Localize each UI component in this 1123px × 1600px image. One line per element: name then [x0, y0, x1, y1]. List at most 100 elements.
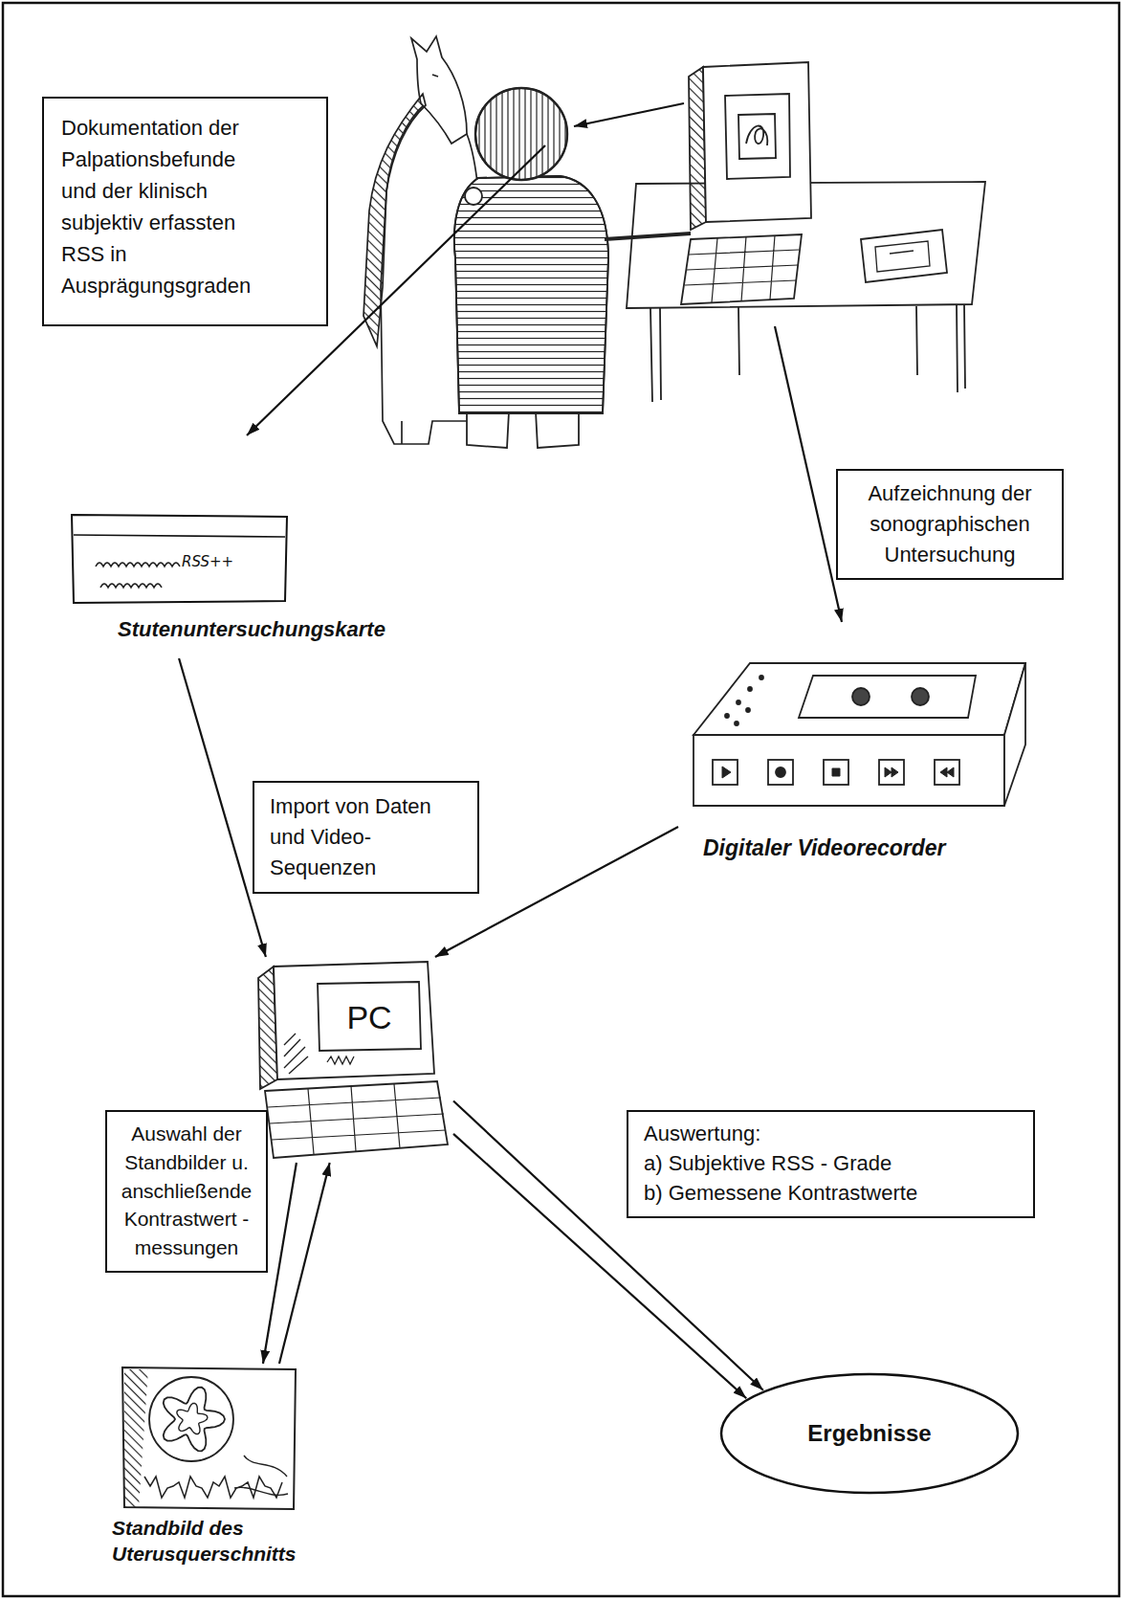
pc-computer-outline [327, 1056, 354, 1064]
computer-sketch [688, 66, 706, 230]
video-recorder-outline [734, 721, 739, 726]
pc-computer: PC [250, 956, 454, 1163]
flow-arrow [279, 1162, 331, 1364]
video-recorder-outline [669, 638, 1053, 869]
computer-sketch [684, 235, 799, 303]
horse-sketch [380, 103, 479, 444]
vet-figure [464, 187, 483, 205]
vet-figure [466, 411, 579, 448]
video-recorder-outline [768, 759, 793, 785]
video-recorder-outline [725, 713, 729, 718]
computer-sketch [725, 93, 791, 179]
video-recorder-outline [911, 687, 929, 705]
video-recorder-outline [693, 734, 1005, 806]
computer-sketch [746, 126, 768, 146]
box-text: Auswertung: [643, 1119, 1018, 1149]
horse-sketch [363, 93, 426, 347]
video-recorder-outline [879, 759, 904, 785]
vet-figure [475, 88, 568, 180]
horse-sketch [411, 36, 467, 144]
computer-sketch [681, 62, 947, 305]
box-text: a) Subjektive RSS - Grade [643, 1148, 1018, 1179]
table-sketch [650, 304, 966, 402]
record-card-outline [73, 534, 286, 537]
horse-sketch [401, 74, 439, 444]
video-recorder-outline [759, 675, 764, 680]
record-card: RSS++ Stutenuntersuchungskarte [57, 505, 402, 659]
vet-figure [604, 233, 691, 240]
leader-arrow [774, 326, 842, 622]
pc-computer-outline [317, 981, 421, 1051]
table-sketch [626, 181, 986, 402]
computer-sketch [738, 113, 776, 159]
still-image-outline [124, 1368, 149, 1507]
note-box: Import von Daten und Video- Sequenzen [252, 780, 480, 894]
box-text: Auswahl der Standbilder u. anschließende… [114, 1119, 259, 1262]
note-box: Auswertung:a) Subjektive RSS - Gradeb) G… [626, 1109, 1035, 1218]
computer-sketch [703, 62, 812, 222]
video-recorder-outline [934, 759, 960, 785]
pc-computer-outline [284, 1033, 309, 1074]
table-sketch [626, 181, 986, 309]
handwritten-note: RSS++ [181, 552, 268, 573]
video-recorder-outline [832, 768, 840, 776]
video-recorder-outline [748, 686, 752, 691]
shape-label: Ergebnisse [719, 1417, 1020, 1448]
video-recorder-outline [879, 759, 904, 785]
horse-sketch [363, 36, 479, 444]
video-recorder-outline [712, 759, 738, 785]
still-image-outline [149, 1376, 234, 1461]
computer-sketch [681, 234, 802, 305]
leader-arrow [246, 103, 842, 622]
record-card-outline [71, 514, 287, 603]
result-ellipse: Ergebnisse [719, 1371, 1020, 1495]
video-recorder-outline [798, 675, 976, 718]
video-recorder-outline [736, 700, 741, 705]
video-recorder-outline [693, 662, 1026, 806]
pc-computer-outline [264, 1080, 448, 1158]
still-image-outline [163, 1387, 225, 1452]
shape-label: Digitaler Videorecorder [703, 834, 1048, 863]
record-card-outline [95, 562, 180, 588]
video-recorder-outline [884, 767, 899, 777]
vet-figure [454, 176, 609, 414]
video-recorder-outline [712, 759, 738, 785]
computer-sketch [875, 241, 930, 272]
shape-label: PC [319, 985, 419, 1049]
video-recorder-outline [693, 662, 1026, 735]
vet-figure [454, 88, 691, 448]
leader-arrow [573, 103, 684, 127]
video-recorder: Digitaler Videorecorder [669, 638, 1053, 869]
shape-label: Stutenuntersuchungskarte [117, 616, 400, 644]
still-image-outline [234, 1454, 288, 1495]
note-box: Dokumentation der Palpationsbefunde und … [42, 96, 329, 327]
video-recorder-outline [934, 759, 960, 785]
video-recorder-outline [823, 759, 849, 785]
video-recorder-outline [852, 687, 870, 705]
box-text: Import von Daten und Video- Sequenzen [269, 791, 463, 883]
video-recorder-outline [768, 759, 793, 785]
flow-arrow [263, 1162, 297, 1364]
still-image-outline [163, 1387, 225, 1452]
note-box: Aufzeichnung der sonographischen Untersu… [836, 468, 1064, 580]
video-recorder-outline [940, 767, 954, 777]
vet-figure [475, 88, 568, 180]
pc-computer-outline [258, 961, 448, 1158]
video-recorder-outline [746, 707, 750, 712]
box-text: Dokumentation der Palpationsbefunde und … [61, 111, 264, 302]
video-recorder-outline [722, 766, 731, 778]
vet-figure [454, 176, 609, 414]
video-recorder-outline [1004, 662, 1026, 806]
video-recorder-outline [823, 759, 849, 785]
computer-sketch [860, 229, 947, 283]
still-image-outline [176, 1402, 208, 1433]
pc-computer-outline [267, 1083, 446, 1154]
pc-computer-outline [273, 961, 435, 1079]
box-text: b) Gemessene Kontrastwerte [643, 1178, 1018, 1209]
still-image-outline [122, 1366, 296, 1509]
box-text: Aufzeichnung der sonographischen Untersu… [849, 478, 1051, 571]
shape-label: Standbild des Uterusquerschnitts [111, 1514, 313, 1567]
pc-computer-outline [250, 956, 454, 1163]
